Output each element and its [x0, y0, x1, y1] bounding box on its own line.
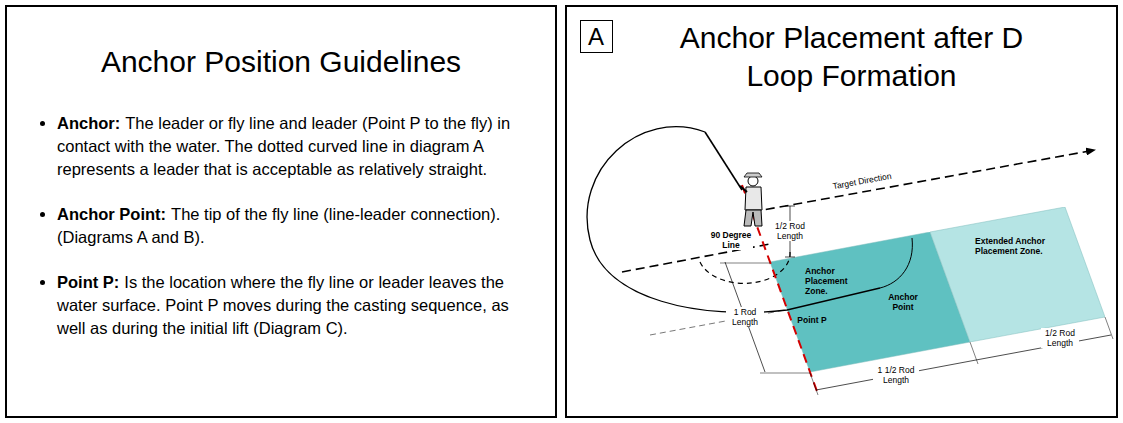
dimension-label: Target Direction — [817, 168, 907, 194]
definition: Is the location where the fly line or le… — [57, 273, 509, 337]
dimension-label: 1 Rod Length — [726, 307, 764, 327]
term: Point P: — [57, 273, 119, 291]
panel-title: Anchor Position Guidelines — [7, 43, 555, 81]
diagram-panel: Anchor Placement after D Loop FormationA… — [565, 5, 1118, 418]
zone-label: Anchor Placement Zone. — [805, 266, 867, 296]
term: Anchor: — [57, 114, 120, 132]
diagram-letter-box: A — [580, 20, 613, 53]
dimension-label: 1/2 Rod Length — [1041, 328, 1079, 348]
zone-shape — [930, 207, 1105, 342]
dimension-label: Anchor Point — [886, 292, 920, 312]
zone-fill — [930, 207, 1105, 342]
dimension-label: Point P — [792, 315, 832, 325]
bullet-item: Point P:Is the location where the fly li… — [57, 271, 533, 340]
definition: The leader or fly line and leader (Point… — [57, 114, 510, 178]
bullet-item: Anchor:The leader or fly line and leader… — [57, 112, 533, 181]
bullet-item: Anchor Point:The tip of the fly line (li… — [57, 203, 533, 249]
anchor-zone: Extended Anchor Placement Zone. — [930, 207, 1105, 342]
dimension-label: 1 1/2 Rod Length — [873, 365, 919, 385]
guidelines-panel: Anchor Position GuidelinesAnchor:The lea… — [5, 5, 557, 418]
dimension-label: 90 Degree Line — [709, 230, 753, 250]
term: Anchor Point: — [57, 205, 166, 223]
bullet-list: Anchor:The leader or fly line and leader… — [35, 112, 533, 362]
dimension-label: 1/2 Rod Length — [771, 221, 809, 241]
diagram-letter: A — [588, 23, 604, 50]
panel-title: Anchor Placement after D Loop Formation — [657, 19, 1046, 95]
zone-label: Extended Anchor Placement Zone. — [975, 236, 1063, 256]
